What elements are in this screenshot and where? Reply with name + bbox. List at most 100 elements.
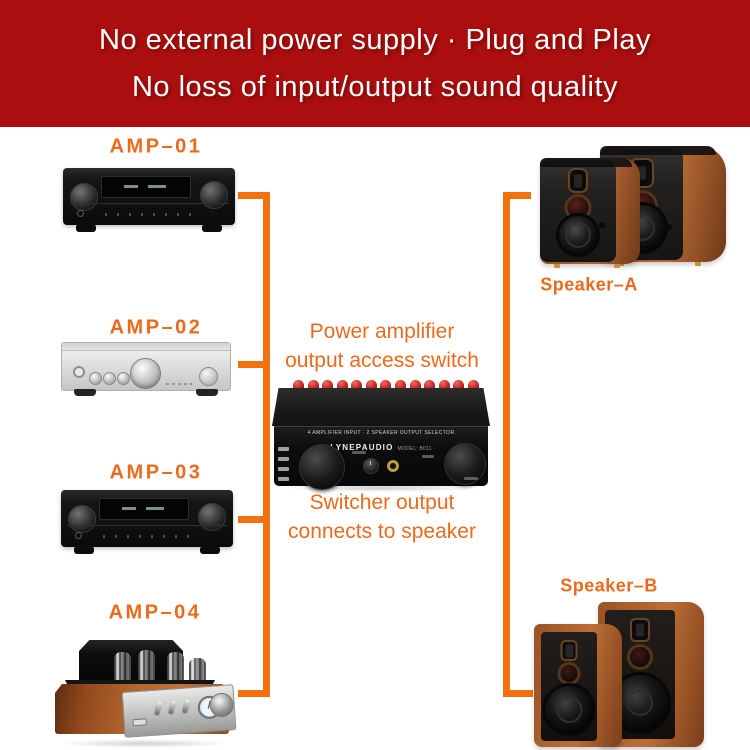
drop-shadow: [59, 739, 229, 748]
connector-stub-amp-04: [238, 690, 270, 697]
switcher-front-panel: 4 AMPLIFIER INPUT · 2 SPEAKER OUTPUT SEL…: [274, 426, 488, 490]
volume-knob-icon: [130, 358, 161, 389]
amp-02-label: AMP–02: [109, 316, 203, 339]
volume-knob-icon: [200, 181, 228, 209]
panel-marking: [422, 455, 434, 458]
tweeter-icon: [568, 168, 588, 193]
cabinet-top: [540, 158, 632, 167]
headphone-jack-icon: [75, 532, 82, 539]
panel-marking: [352, 451, 366, 454]
red-push-button-icon: [351, 380, 363, 390]
input-knob-icon: [68, 505, 96, 533]
speaker-baffle: [541, 632, 598, 742]
red-push-button-icon: [395, 380, 407, 390]
receiver-display: [99, 498, 189, 520]
woofer-icon: [542, 683, 596, 737]
speaker-b-image: [534, 602, 706, 749]
panel-markings: [166, 383, 192, 385]
tone-knob-icon: [117, 372, 130, 385]
input-knob-icon: [70, 183, 98, 211]
caption-output-line-1: Switcher output: [309, 491, 455, 514]
panel-divider: [67, 525, 227, 526]
amp-02-image: [61, 339, 231, 396]
volume-knob-icon: [198, 503, 226, 531]
gold-foot: [694, 262, 701, 266]
headphone-jack-icon: [387, 460, 399, 472]
red-push-button-icon: [336, 380, 348, 390]
input-label-marking: [278, 447, 289, 451]
caption-output-line-2: connects to speaker: [288, 520, 476, 543]
receiver-front-panel: [63, 168, 235, 225]
amp-03-image: [61, 488, 233, 554]
front-buttons-row: [103, 535, 191, 538]
connector-left-vertical: [263, 192, 270, 697]
speaker-b-label: Speaker–B: [560, 575, 658, 596]
amp-04-image: [53, 636, 237, 748]
red-push-button-icon: [453, 380, 465, 390]
volume-knob-icon: [363, 458, 379, 474]
display-text-glow: [122, 507, 136, 510]
red-push-button-icon: [322, 380, 334, 390]
banner-line-2: No loss of input/output sound quality: [131, 70, 619, 103]
caption-input-line-1: Power amplifier: [309, 320, 455, 343]
speaker-a-image: [540, 146, 730, 268]
connector-stub-speaker-a: [503, 192, 531, 199]
device-foot: [76, 225, 96, 232]
tweeter-icon: [629, 618, 650, 642]
headphone-jack-icon: [77, 210, 84, 217]
bass-port-icon: [599, 222, 606, 228]
toggle-switch-icon: [154, 701, 163, 715]
input-select-knob-icon: [299, 444, 345, 490]
display-text-glow: [146, 507, 164, 510]
power-button-icon: [73, 366, 85, 378]
input-label-marking: [278, 457, 289, 461]
caption-input-line-2: output access switch: [285, 349, 479, 372]
banner-line-1: No external power supply · Plug and Play: [99, 23, 651, 56]
toggle-switch-icon: [182, 699, 191, 713]
caption-input-side: Power amplifier output access switch: [285, 317, 479, 375]
usb-port-icon: [132, 718, 147, 727]
amp-04-label: AMP–04: [108, 601, 202, 624]
switcher-top-face: [272, 388, 490, 426]
red-push-button-icon: [365, 380, 377, 390]
red-push-button-icon: [380, 380, 392, 390]
device-foot: [202, 225, 222, 232]
amp-03-label: AMP–03: [109, 461, 203, 484]
receiver-front-panel: [61, 490, 233, 547]
amp-front-panel: [61, 342, 231, 391]
bookshelf-speaker: [600, 146, 726, 266]
tweeter-icon: [560, 640, 578, 661]
toggle-switch-icon: [168, 700, 177, 714]
bass-port-icon: [665, 224, 672, 230]
bookshelf-speaker: [540, 158, 640, 268]
connector-stub-speaker-b: [503, 690, 533, 697]
amp-01-label: AMP–01: [109, 135, 203, 158]
receiver-display: [101, 176, 191, 198]
connector-stub-amp-01: [238, 192, 270, 199]
model-text: MODEL: B011: [397, 446, 432, 452]
red-push-button-icon: [409, 380, 421, 390]
red-push-button-icon: [438, 380, 450, 390]
input-label-marking: [278, 467, 289, 471]
top-lid: [62, 343, 230, 351]
gold-foot: [554, 264, 560, 268]
tone-knob-icon: [103, 372, 116, 385]
switcher-image: 4 AMPLIFIER INPUT · 2 SPEAKER OUTPUT SEL…: [272, 380, 490, 492]
gold-foot: [617, 262, 624, 266]
device-foot: [196, 389, 218, 396]
speaker-baffle: [540, 160, 616, 262]
mid-driver-icon: [626, 644, 653, 670]
device-foot: [74, 547, 94, 554]
volume-knob-icon: [208, 692, 235, 718]
display-text-glow: [124, 185, 138, 188]
caption-output-side: Switcher output connects to speaker: [288, 488, 476, 546]
red-push-button-icon: [467, 380, 479, 390]
mid-driver-icon: [557, 662, 581, 685]
connector-stub-amp-03: [238, 516, 270, 523]
drop-shadow: [282, 484, 480, 492]
selector-buttons-row: [293, 380, 479, 390]
device-foot: [74, 389, 96, 396]
amp-01-image: [63, 166, 235, 232]
